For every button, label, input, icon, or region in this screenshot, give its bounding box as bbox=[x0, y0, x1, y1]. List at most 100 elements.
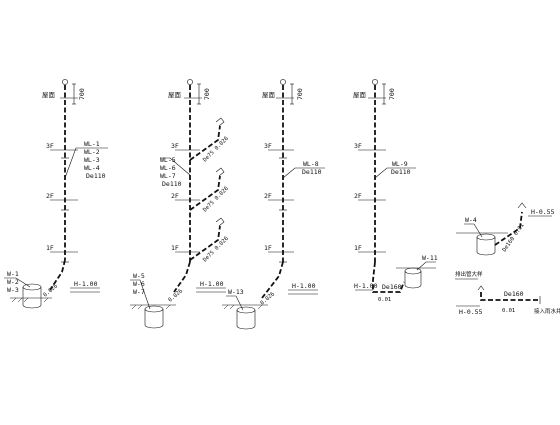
floor-label-1f: 1F bbox=[354, 244, 362, 252]
dimension-700: 700 bbox=[203, 88, 211, 100]
well-tag: W-2 bbox=[7, 278, 19, 286]
detail-outlet: 排出管大样 De160 0.01 H-0.55 接入雨水井 bbox=[455, 270, 560, 316]
well-tag: W-1 bbox=[7, 270, 19, 278]
well-tag: W-7 bbox=[133, 288, 145, 296]
roof-label: 屋面 bbox=[168, 91, 182, 99]
pipe-dia: De110 bbox=[162, 180, 182, 188]
riser-tag: WL-8 bbox=[303, 160, 319, 168]
detail-level: H-0.55 bbox=[531, 208, 555, 216]
branch-pipe-1f: De75 0.026 bbox=[189, 217, 230, 264]
well-tag: W-5 bbox=[133, 272, 145, 280]
roof-label: 屋面 bbox=[353, 91, 367, 99]
roof-label: 屋面 bbox=[262, 91, 276, 99]
riser-tag: WL-2 bbox=[84, 148, 100, 156]
floor-drain-icon bbox=[215, 217, 225, 227]
outlet-level: H-1.00 bbox=[200, 280, 224, 288]
riser-tag: WL-6 bbox=[160, 164, 176, 172]
riser-tag-leader bbox=[160, 157, 191, 176]
dimension-700: 700 bbox=[296, 88, 304, 100]
outlet-pipe bbox=[480, 292, 540, 301]
pipe-dia: De110 bbox=[391, 168, 411, 176]
floor-label-3f: 3F bbox=[264, 142, 272, 150]
outlet-level: H-0.55 bbox=[459, 308, 483, 316]
detail-pipe bbox=[494, 211, 523, 246]
floor-1f: 1F bbox=[46, 244, 78, 263]
slope-label: 0.026 bbox=[259, 291, 276, 306]
rain-hopper-icon bbox=[517, 202, 527, 209]
branch-pipe-3f: De75 0.026 bbox=[189, 117, 230, 164]
well-tag-leader bbox=[4, 277, 31, 288]
floor-2f: 2F bbox=[46, 192, 78, 211]
system-4: 屋面 700 3F 2F 1F WL-9 De110 H-1.00 De160 … bbox=[353, 79, 438, 303]
well-tag: W-11 bbox=[422, 254, 438, 262]
well-tag-leader bbox=[464, 223, 483, 238]
riser-tag: WL-5 bbox=[160, 156, 176, 164]
outlet-level: H-1.00 bbox=[354, 282, 378, 290]
roof-drain-icon bbox=[62, 79, 68, 85]
floor-label-2f: 2F bbox=[46, 192, 54, 200]
pipe-dia: De110 bbox=[86, 172, 106, 180]
well-tag: W-6 bbox=[133, 280, 145, 288]
floor-3f: 3F bbox=[46, 142, 78, 159]
outlet-main bbox=[372, 261, 405, 293]
floor-label-1f: 1F bbox=[264, 244, 272, 252]
riser-tag: WL-1 bbox=[84, 140, 100, 148]
floor-label-3f: 3F bbox=[171, 142, 179, 150]
inspection-well-icon bbox=[222, 304, 268, 330]
roof-drain-icon bbox=[372, 79, 378, 85]
system-3: 屋面 700 3F 2F 1F WL-8 De110 H-1.00 0.026 … bbox=[222, 79, 325, 330]
well-tag-leader bbox=[416, 261, 436, 271]
slope-label: 0.026 bbox=[42, 283, 59, 298]
well-tag-leader bbox=[226, 295, 244, 311]
inspection-well-icon bbox=[396, 267, 436, 289]
branch-label: De75 0.026 bbox=[202, 136, 230, 164]
well-tag: W-3 bbox=[7, 286, 19, 294]
main-pipe-dia: De160 bbox=[382, 283, 402, 291]
detail-pipe-label: De160 0.01 bbox=[502, 223, 526, 254]
floor-drain-icon bbox=[215, 167, 225, 177]
well-tag-leader bbox=[130, 279, 151, 310]
detail-well: H-0.55 W-4 De160 0.01 bbox=[456, 202, 555, 256]
roof-drain-icon bbox=[280, 79, 286, 85]
floor-label-2f: 2F bbox=[354, 192, 362, 200]
riser-tag: WL-3 bbox=[84, 156, 100, 164]
outlet-bend bbox=[261, 261, 284, 299]
system-2: 屋面 700 3F 2F 1F De75 0.026 De75 0.026 De… bbox=[130, 79, 230, 329]
floor-drain-icon bbox=[215, 117, 225, 127]
riser-tag-leader bbox=[282, 167, 325, 179]
outlet-bend bbox=[173, 261, 191, 293]
main-slope: 0.01 bbox=[378, 297, 391, 303]
dimension-700: 700 bbox=[388, 88, 396, 100]
roof-label: 屋面 bbox=[42, 91, 56, 99]
floor-label-2f: 2F bbox=[171, 192, 179, 200]
pipe-dia: De110 bbox=[302, 168, 322, 176]
outlet-level: H-1.00 bbox=[292, 282, 316, 290]
well-tag: W-13 bbox=[228, 288, 244, 296]
detail-well-tag: W-4 bbox=[465, 216, 477, 224]
outlet-pipe-slope: 0.01 bbox=[502, 308, 515, 314]
dimension-700: 700 bbox=[78, 88, 86, 100]
inspection-well-icon bbox=[130, 304, 176, 329]
floor-label-1f: 1F bbox=[46, 244, 54, 252]
branch-label: De75 0.026 bbox=[202, 236, 230, 264]
floor-label-2f: 2F bbox=[264, 192, 272, 200]
riser-tag: WL-4 bbox=[84, 164, 100, 172]
riser-tag: WL-9 bbox=[392, 160, 408, 168]
outlet-pipe-dia: De160 bbox=[504, 290, 524, 298]
floor-label-3f: 3F bbox=[46, 142, 54, 150]
riser-tag-leader bbox=[64, 147, 108, 179]
floor-label-3f: 3F bbox=[354, 142, 362, 150]
rain-hopper-icon bbox=[477, 285, 485, 291]
outlet-level: H-1.00 bbox=[74, 280, 98, 288]
branch-label: De75 0.026 bbox=[202, 186, 230, 214]
floor-label-1f: 1F bbox=[171, 244, 179, 252]
outlet-bend bbox=[49, 259, 66, 291]
inspection-well-icon bbox=[10, 283, 52, 309]
riser-tag: WL-7 bbox=[160, 172, 176, 180]
branch-pipe-2f: De75 0.026 bbox=[189, 167, 230, 214]
roof-drain-icon bbox=[187, 79, 193, 85]
system-1: 屋面 700 3F 2F 1F WL-1 WL-2 WL-3 WL-4 De11… bbox=[4, 79, 108, 309]
riser-tag-leader bbox=[374, 167, 416, 179]
